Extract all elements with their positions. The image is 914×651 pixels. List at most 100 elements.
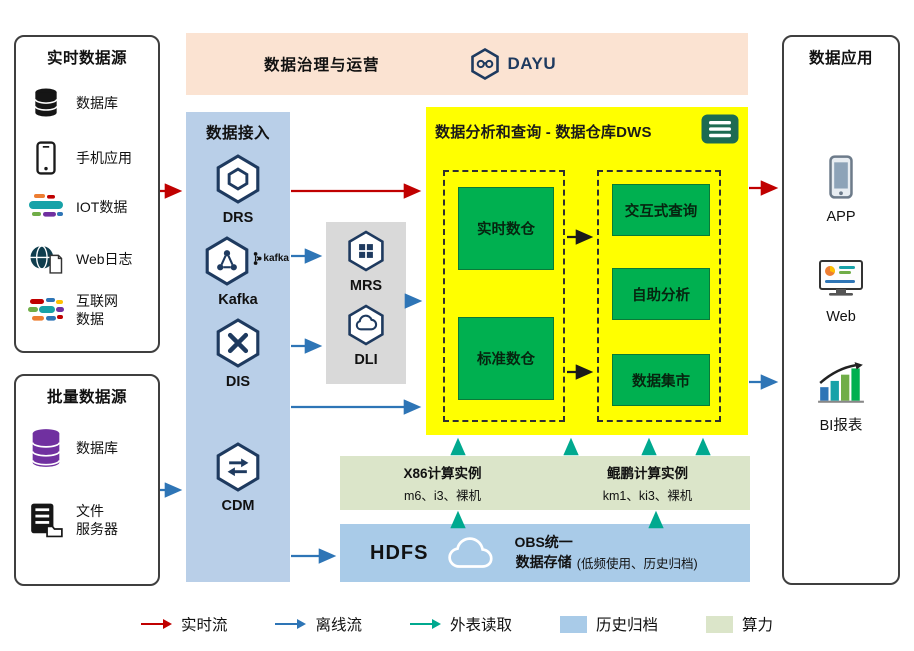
source-item-database: 数据库 bbox=[24, 87, 156, 119]
database-icon bbox=[34, 88, 58, 117]
mobile-app-icon bbox=[36, 141, 56, 175]
kafka-logo-text: kafka bbox=[263, 253, 289, 264]
source-item-iot: IOT数据 bbox=[24, 193, 156, 221]
compute-instances-panel: X86计算实例 m6、i3、裸机 鲲鹏计算实例 km1、ki3、裸机 bbox=[340, 456, 750, 510]
dayu-logo: DAYU bbox=[470, 48, 557, 80]
processing-panel: MRS DLI bbox=[326, 222, 406, 384]
kafka-hexagon-icon bbox=[205, 236, 249, 286]
source-label: IOT数据 bbox=[76, 198, 128, 215]
legend: 实时流 离线流 外表读取 历史归档 算力 bbox=[0, 613, 914, 635]
source-label: Web日志 bbox=[76, 251, 133, 268]
service-label: DLI bbox=[354, 352, 378, 368]
hdfs-label: HDFS bbox=[370, 541, 429, 564]
source-label: 数据库 bbox=[76, 439, 118, 456]
warehouse-group: 实时数仓 标准数仓 bbox=[443, 170, 565, 422]
web-log-icon bbox=[30, 245, 63, 274]
service-mrs: MRS bbox=[326, 230, 406, 294]
kafka-logo-icon bbox=[254, 252, 262, 265]
legend-arrow-swatch bbox=[409, 619, 441, 629]
interactive-query-box: 交互式查询 bbox=[612, 184, 710, 236]
database-stack-icon bbox=[31, 429, 61, 467]
compute-title: X86计算实例 bbox=[403, 466, 482, 481]
compute-models: m6、i3、裸机 bbox=[403, 489, 482, 503]
realtime-sources-panel: 实时数据源 数据库 手机应用 IOT数据 Web日志 互联网 数据 bbox=[14, 35, 160, 353]
source-label: 文件 服务器 bbox=[76, 503, 118, 538]
dli-hexagon-icon bbox=[348, 304, 384, 346]
service-dli: DLI bbox=[326, 304, 406, 368]
service-label: MRS bbox=[349, 278, 383, 294]
batch-sources-panel: 批量数据源 数据库 文件 服务器 bbox=[14, 374, 160, 586]
governance-banner: 数据治理与运营 DAYU bbox=[186, 33, 748, 95]
legend-label: 实时流 bbox=[180, 617, 228, 634]
dws-icon bbox=[701, 114, 739, 144]
legend-arrow-swatch bbox=[275, 619, 307, 629]
query-group: 交互式查询 自助分析 数据集市 bbox=[597, 170, 721, 422]
realtime-sources-title: 实时数据源 bbox=[46, 50, 127, 67]
legend-label: 算力 bbox=[742, 617, 774, 634]
service-cdm: CDM bbox=[186, 442, 290, 514]
standard-warehouse-box: 标准数仓 bbox=[458, 317, 554, 400]
data-ingestion-panel: 数据接入 DRS kafka Kafka DIS CDM bbox=[186, 112, 290, 582]
legend-item-history-archive: 历史归档 bbox=[560, 613, 658, 635]
service-label: Kafka bbox=[218, 292, 258, 308]
service-label: CDM bbox=[221, 498, 255, 514]
legend-box-swatch bbox=[706, 615, 734, 633]
dayu-logo-text: DAYU bbox=[507, 54, 557, 73]
application-item-web: Web bbox=[784, 259, 898, 325]
source-label: 手机应用 bbox=[76, 149, 132, 166]
cloud-icon bbox=[448, 537, 494, 568]
x86-compute-column: X86计算实例 m6、i3、裸机 bbox=[340, 456, 545, 510]
source-item-internet-data: 互联网 数据 bbox=[24, 292, 156, 328]
legend-label: 外表读取 bbox=[449, 617, 512, 634]
drs-hexagon-icon bbox=[216, 154, 260, 204]
storage-panel: HDFS OBS统一 数据存储 (低频使用、历史归档) bbox=[340, 524, 750, 582]
realtime-warehouse-box: 实时数仓 bbox=[458, 187, 554, 270]
data-applications-panel: 数据应用 APP Web BI报表 bbox=[782, 35, 900, 585]
kafka-logo: kafka bbox=[251, 251, 289, 266]
legend-box-swatch bbox=[560, 615, 587, 633]
service-dis: DIS bbox=[186, 318, 290, 390]
dayu-icon bbox=[470, 48, 499, 80]
legend-item-realtime-flow: 实时流 bbox=[140, 613, 228, 635]
legend-label: 历史归档 bbox=[596, 617, 659, 634]
mrs-hexagon-icon bbox=[348, 230, 384, 272]
dws-title: 数据分析和查询 - 数据仓库DWS bbox=[435, 124, 652, 141]
data-mart-box: 数据集市 bbox=[612, 354, 710, 406]
application-label: APP bbox=[826, 209, 856, 225]
iot-icon bbox=[29, 194, 63, 217]
service-kafka: kafka Kafka bbox=[186, 236, 290, 308]
obs-label: OBS统一 数据存储 bbox=[514, 534, 573, 570]
dws-panel: 数据分析和查询 - 数据仓库DWS 实时数仓 标准数仓 交互式查询 自助分析 数… bbox=[426, 107, 748, 435]
legend-label: 离线流 bbox=[315, 617, 362, 634]
data-ingestion-title: 数据接入 bbox=[205, 125, 270, 142]
application-label: BI报表 bbox=[819, 418, 863, 434]
file-server-icon bbox=[31, 503, 63, 538]
source-item-file-server: 文件 服务器 bbox=[24, 502, 156, 538]
source-item-web-log: Web日志 bbox=[24, 244, 156, 275]
kunpeng-compute-column: 鲲鹏计算实例 km1、ki3、裸机 bbox=[545, 456, 750, 510]
obs-note: (低频使用、历史归档) bbox=[576, 556, 698, 571]
compute-models: km1、ki3、裸机 bbox=[602, 489, 693, 503]
web-browser-icon bbox=[819, 260, 863, 296]
legend-item-external-read: 外表读取 bbox=[409, 613, 512, 635]
legend-item-offline-flow: 离线流 bbox=[275, 613, 362, 635]
legend-arrow-swatch bbox=[140, 619, 172, 629]
service-label: DRS bbox=[222, 210, 254, 226]
bi-report-icon bbox=[818, 362, 864, 403]
app-icon bbox=[829, 155, 853, 199]
self-service-analysis-box: 自助分析 bbox=[612, 268, 710, 320]
application-item-app: APP bbox=[784, 155, 898, 225]
legend-item-compute-power: 算力 bbox=[706, 613, 773, 635]
batch-sources-title: 批量数据源 bbox=[46, 389, 127, 406]
service-label: DIS bbox=[225, 374, 251, 390]
cdm-hexagon-icon bbox=[216, 442, 260, 492]
application-item-bi-report: BI报表 bbox=[784, 362, 898, 435]
governance-title: 数据治理与运营 bbox=[264, 57, 380, 74]
source-item-mobile-app: 手机应用 bbox=[24, 141, 156, 175]
source-item-batch-database: 数据库 bbox=[24, 428, 156, 468]
compute-title: 鲲鹏计算实例 bbox=[607, 466, 688, 481]
source-label: 数据库 bbox=[76, 94, 118, 111]
internet-data-icon bbox=[28, 297, 64, 321]
application-label: Web bbox=[826, 309, 856, 325]
